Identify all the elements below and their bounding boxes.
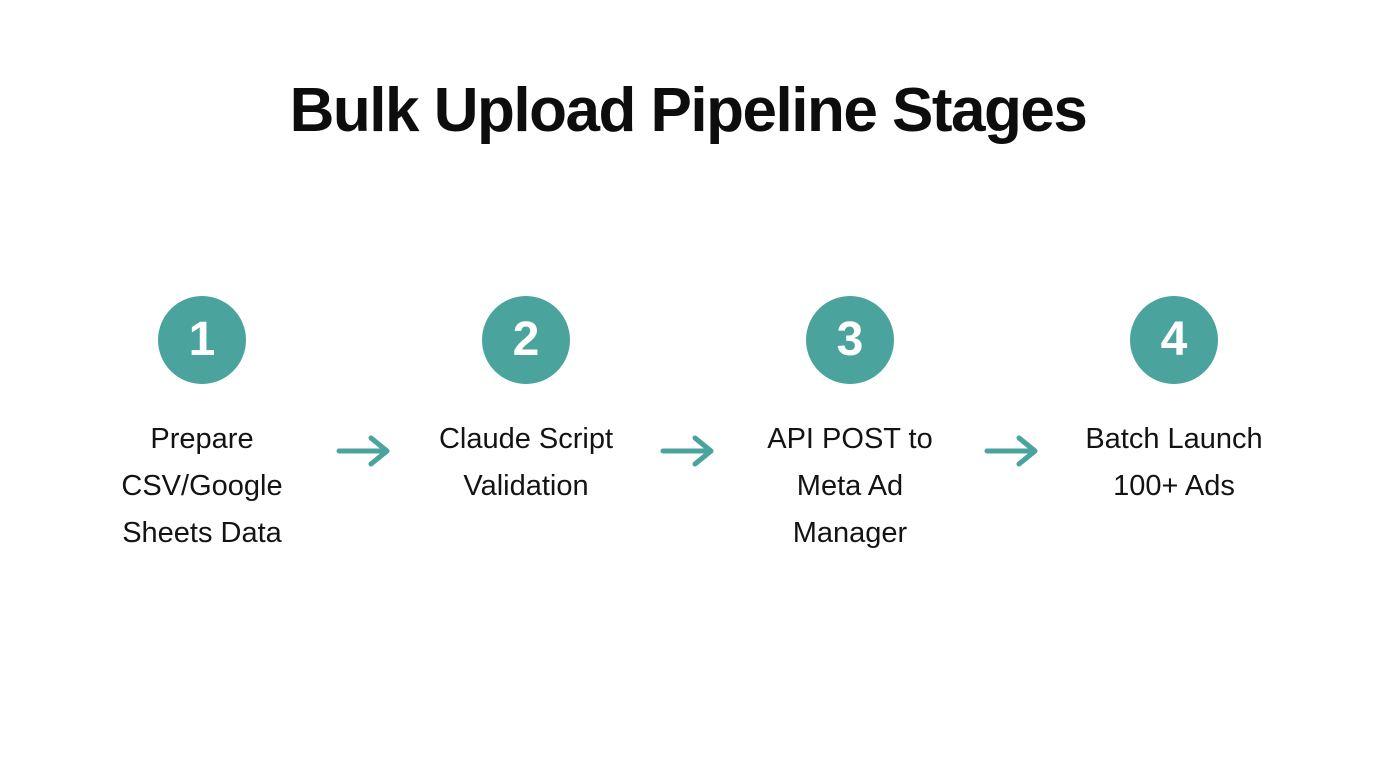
- stage-1-label: Prepare CSV/Google Sheets Data: [121, 423, 283, 549]
- stage-1-number: 1: [188, 313, 216, 366]
- right-arrow-icon: [660, 435, 714, 467]
- right-arrow-icon: [984, 435, 1038, 467]
- flow-arrow-cell: [646, 296, 730, 471]
- stage-3-label: API POST to Meta Ad Manager: [767, 423, 933, 549]
- stage-2-number: 2: [512, 313, 540, 366]
- flow-arrow-cell: [322, 296, 406, 471]
- stage-4-circle: 4: [1130, 296, 1218, 384]
- stage-3: 3 API POST to Meta Ad Manager: [730, 296, 970, 557]
- stage-1-circle: 1: [158, 296, 246, 384]
- bulk-upload-pipeline-diagram: Bulk Upload Pipeline Stages 1 Prepare CS…: [0, 80, 1376, 557]
- right-arrow-icon: [336, 435, 390, 467]
- stage-4-number: 4: [1160, 313, 1188, 366]
- stage-2-circle: 2: [482, 296, 570, 384]
- flow-arrow-cell: [970, 296, 1054, 471]
- stage-3-circle: 3: [806, 296, 894, 384]
- page-title: Bulk Upload Pipeline Stages: [289, 76, 1088, 145]
- stage-1: 1 Prepare CSV/Google Sheets Data: [82, 296, 322, 557]
- stage-4-label: Batch Launch 100+ Ads: [1085, 423, 1263, 502]
- stage-4: 4 Batch Launch 100+ Ads: [1054, 296, 1294, 510]
- pipeline-row: 1 Prepare CSV/Google Sheets Data 2 Claud…: [0, 296, 1376, 557]
- stage-2-label: Claude Script Validation: [438, 423, 614, 502]
- stage-3-number: 3: [836, 313, 864, 366]
- stage-2: 2 Claude Script Validation: [406, 296, 646, 510]
